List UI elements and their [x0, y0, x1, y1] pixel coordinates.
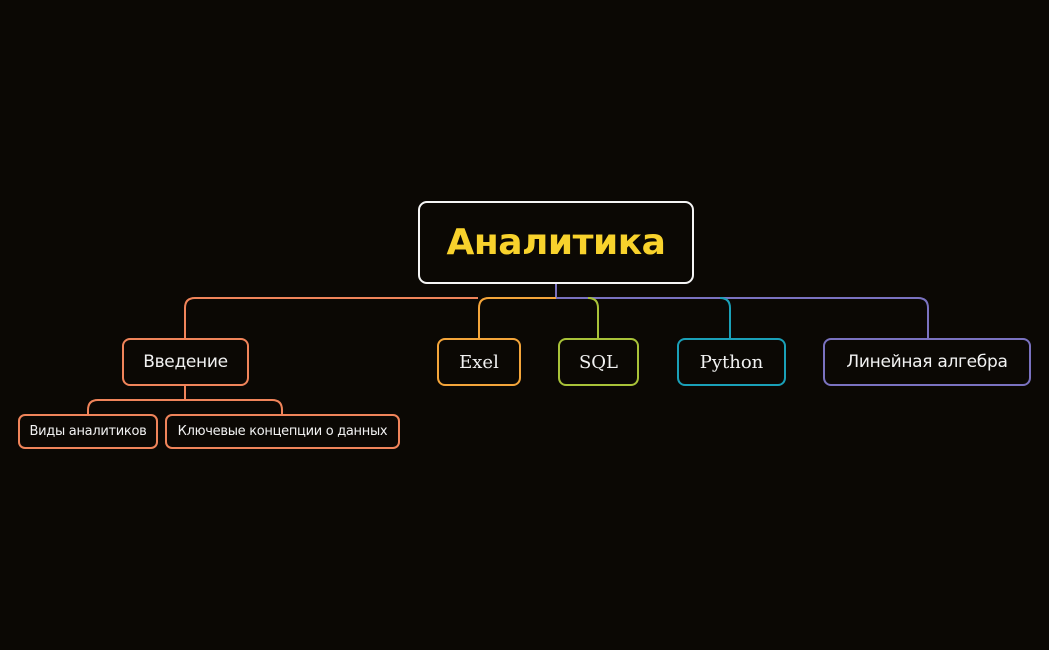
node-analyst-types-label: Виды аналитиков — [29, 424, 147, 439]
node-intro-label: Введение — [143, 352, 228, 372]
node-linear-algebra[interactable]: Линейная алгебра — [823, 338, 1031, 386]
node-sql[interactable]: SQL — [558, 338, 639, 386]
node-linear-algebra-label: Линейная алгебра — [846, 352, 1008, 372]
root-label: Аналитика — [446, 222, 666, 263]
node-key-data-concepts-label: Ключевые концепции о данных — [177, 424, 388, 439]
node-intro[interactable]: Введение — [122, 338, 249, 386]
node-sql-label: SQL — [578, 351, 619, 373]
root-node[interactable]: Аналитика — [418, 201, 694, 284]
node-analyst-types[interactable]: Виды аналитиков — [18, 414, 158, 449]
node-excel[interactable]: Exel — [437, 338, 521, 386]
node-python[interactable]: Python — [677, 338, 786, 386]
node-excel-label: Exel — [459, 351, 499, 373]
node-key-data-concepts[interactable]: Ключевые концепции о данных — [165, 414, 400, 449]
node-python-label: Python — [699, 351, 764, 373]
